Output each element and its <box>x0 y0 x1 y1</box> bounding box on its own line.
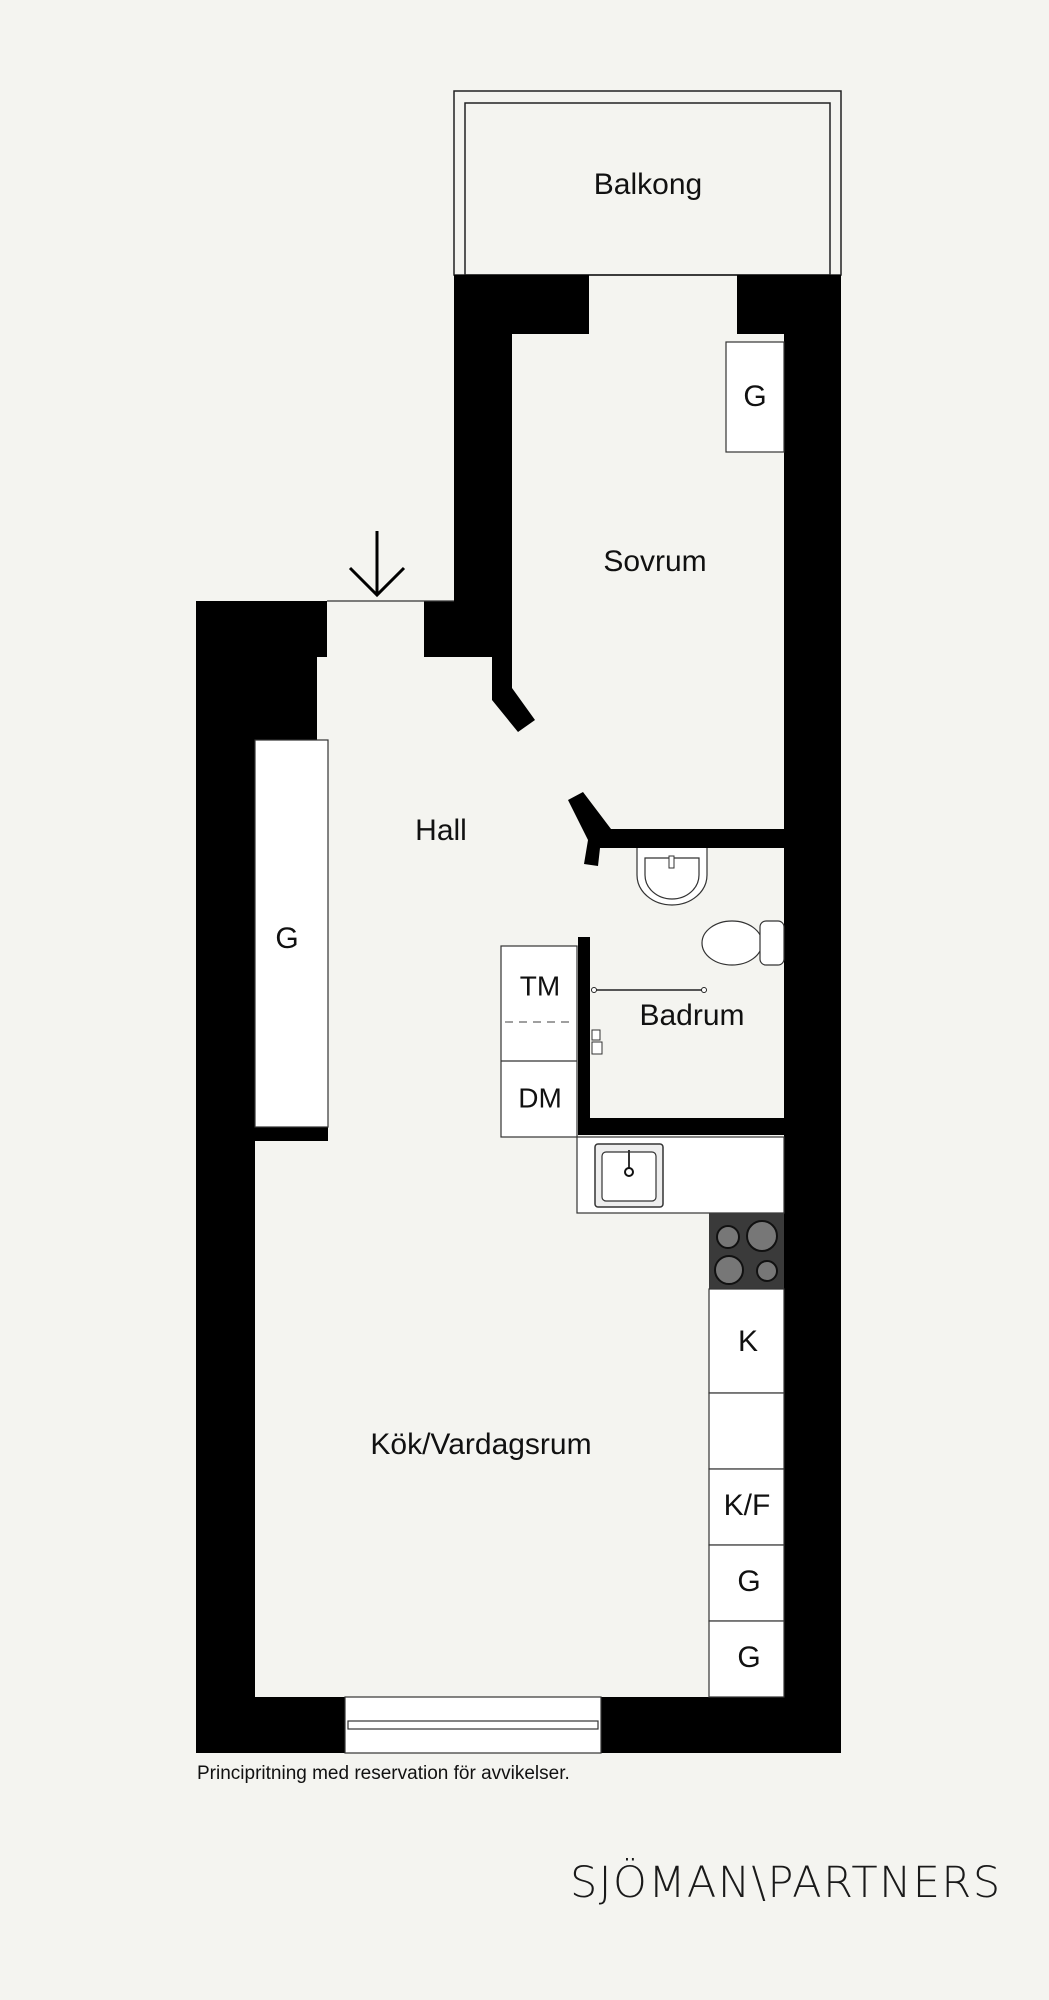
washing-machine-label: TM <box>520 970 560 1001</box>
brand-logo: SJÖMAN\PARTNERS <box>570 1858 1002 1908</box>
room-label-bathroom: Badrum <box>639 999 744 1032</box>
entrance-arrow-icon <box>348 531 406 598</box>
appliance-column <box>708 1288 785 1698</box>
walls <box>196 275 841 1753</box>
bedroom-wardrobe-label: G <box>743 380 766 413</box>
stove-icon <box>709 1213 784 1289</box>
laundry-cabinet <box>500 945 578 1138</box>
room-label-kitchen-living: Kök/Vardagsrum <box>370 1428 591 1461</box>
toilet-icon <box>701 920 785 966</box>
room-label-balcony: Balkong <box>594 168 702 201</box>
bedroom-wardrobe <box>725 341 785 453</box>
washbasin-icon <box>636 848 708 906</box>
disclaimer-text: Principritning med reservation för avvik… <box>197 1763 570 1784</box>
window <box>344 1696 602 1754</box>
room-label-bedroom: Sovrum <box>603 545 706 578</box>
hall-wardrobe <box>254 739 329 1128</box>
shower-mixer-icon <box>591 1029 603 1055</box>
dryer-label: DM <box>518 1082 562 1113</box>
balcony <box>453 90 842 276</box>
kitchen-sink-icon <box>594 1143 664 1208</box>
cabinet-1-label: G <box>737 1565 760 1598</box>
fridge-label: K <box>738 1325 758 1358</box>
shower-rod <box>591 987 707 993</box>
hall-wardrobe-label: G <box>275 922 298 955</box>
room-label-hall: Hall <box>415 814 467 847</box>
fridge-freezer-label: K/F <box>724 1489 771 1522</box>
cabinet-2-label: G <box>737 1641 760 1674</box>
